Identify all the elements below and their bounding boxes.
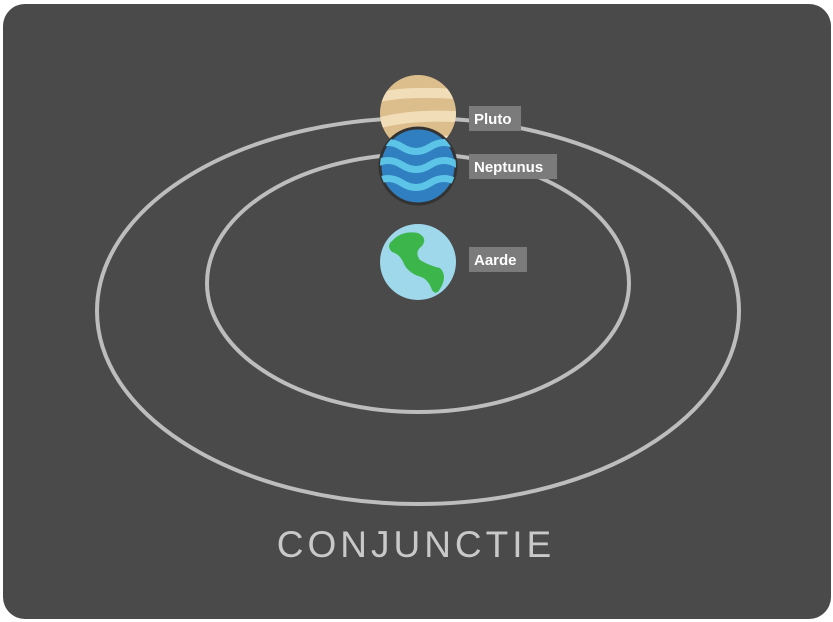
- label-neptunus-text: Neptunus: [474, 159, 543, 176]
- label-aarde: Aarde: [469, 247, 527, 272]
- diagram-caption: CONJUNCTIE: [277, 524, 555, 565]
- neptune-icon: [378, 126, 458, 206]
- label-pluto: Pluto: [469, 106, 521, 131]
- label-pluto-text: Pluto: [474, 111, 512, 128]
- label-neptunus: Neptunus: [469, 154, 557, 179]
- earth-icon: [380, 224, 456, 300]
- label-aarde-text: Aarde: [474, 252, 517, 269]
